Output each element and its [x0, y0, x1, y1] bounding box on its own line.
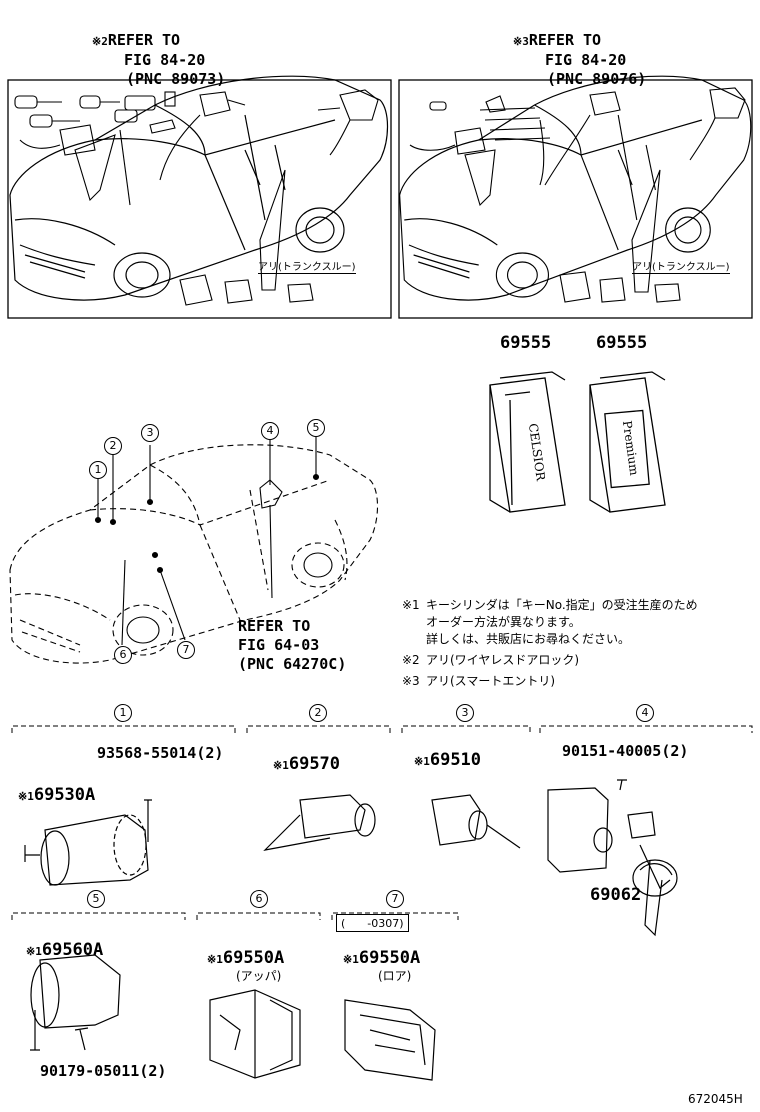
part-69062: 69062 — [590, 885, 642, 905]
callout-7: 7 — [177, 641, 195, 659]
note-1-line-3: 詳しくは、共販店にお尋ねください。 — [426, 632, 631, 646]
key-cover-part-right: 69555 — [596, 333, 648, 353]
section-3-number: 3 — [456, 704, 474, 722]
part-69530a: ※169530A — [18, 785, 96, 805]
callout-1: 1 — [89, 461, 107, 479]
callout-6: 6 — [114, 646, 132, 664]
section-6-number: 6 — [250, 890, 268, 908]
section-7-number: 7 — [386, 890, 404, 908]
part-90179-05011: 90179-05011(2) — [40, 1062, 167, 1080]
callout-4: 4 — [261, 422, 279, 440]
note-1-line-2: オーダー方法が異なります。 — [426, 615, 581, 629]
callout-5: 5 — [307, 419, 325, 437]
part-69550a-upper: ※169550A — [207, 948, 285, 968]
part-69550a-upper-sub: (アッパ) — [236, 969, 282, 983]
part-69550a-lower: ※169550A — [343, 948, 421, 968]
top-right-reference: ※3REFER TO FIG 84-20(PNC 89076) — [513, 31, 647, 88]
part-69510: ※169510 — [414, 750, 482, 770]
trunk-label-left: アリ(トランクスルー) — [258, 258, 356, 274]
key-cover-part-left: 69555 — [500, 333, 552, 353]
callout-3: 3 — [141, 424, 159, 442]
section-1-number: 1 — [114, 704, 132, 722]
callout-2: 2 — [104, 437, 122, 455]
section-7-range: ( -0307) — [336, 914, 409, 932]
part-69560a: ※169560A — [26, 940, 104, 960]
part-93568-55014: 93568-55014(2) — [97, 744, 224, 762]
figure-id: 672045H — [688, 1092, 743, 1106]
trunk-label-right: アリ(トランクスルー) — [632, 258, 730, 274]
part-69570: ※169570 — [273, 754, 341, 774]
part-69550a-lower-sub: (ロア) — [378, 969, 412, 983]
section-5-number: 5 — [87, 890, 105, 908]
top-left-reference: ※2REFER TO FIG 84-20(PNC 89073) — [92, 31, 226, 88]
part-90151-40005: 90151-40005(2) — [562, 742, 689, 760]
section-2-number: 2 — [309, 704, 327, 722]
section-4-number: 4 — [636, 704, 654, 722]
